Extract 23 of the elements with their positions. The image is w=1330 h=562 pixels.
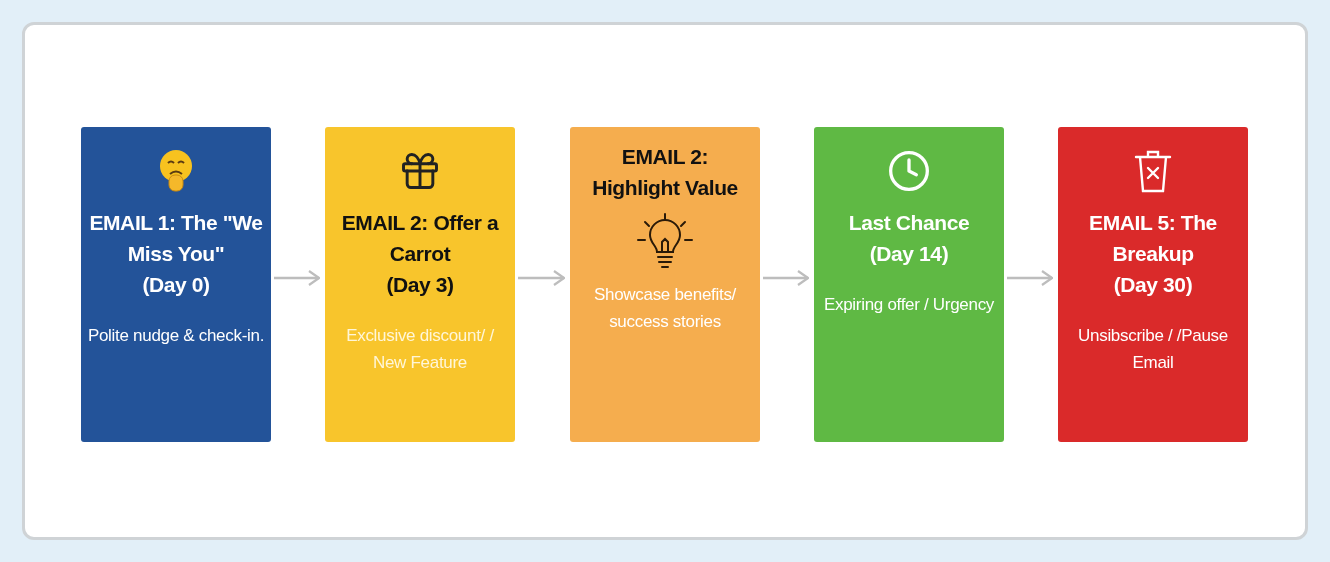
step-description: Exclusive discount/ / New Feature [345, 325, 495, 374]
step-card [1058, 127, 1248, 442]
step-title: EMAIL 2: Highlight Value [591, 144, 739, 201]
step-title: EMAIL 2: Offer a Carrot [340, 210, 500, 267]
step-day: (Day 14) [869, 238, 949, 269]
step-card [325, 127, 515, 442]
step-title: EMAIL 5: The Breakup [1088, 210, 1218, 267]
step-description: Polite nudge & check-in. [87, 325, 265, 347]
step-title: Last Chance [848, 210, 970, 236]
step-day: (Day 30) [1113, 269, 1193, 300]
step-card [81, 127, 271, 442]
step-description: Showcase benefits/ success stories [593, 284, 737, 333]
arrow [518, 269, 566, 287]
arrow [763, 269, 810, 287]
step-day: (Day 0) [142, 269, 210, 300]
arrow [1007, 269, 1054, 287]
step-title: EMAIL 1: The "We Miss You" [88, 210, 264, 267]
arrow [274, 269, 321, 287]
step-description: Expiring offer / Urgency [823, 294, 995, 316]
step-card [570, 127, 760, 442]
step-description: Unsibscribe / /Pause Email [1077, 325, 1229, 374]
step-day: (Day 3) [386, 269, 454, 300]
step-card [814, 127, 1004, 442]
